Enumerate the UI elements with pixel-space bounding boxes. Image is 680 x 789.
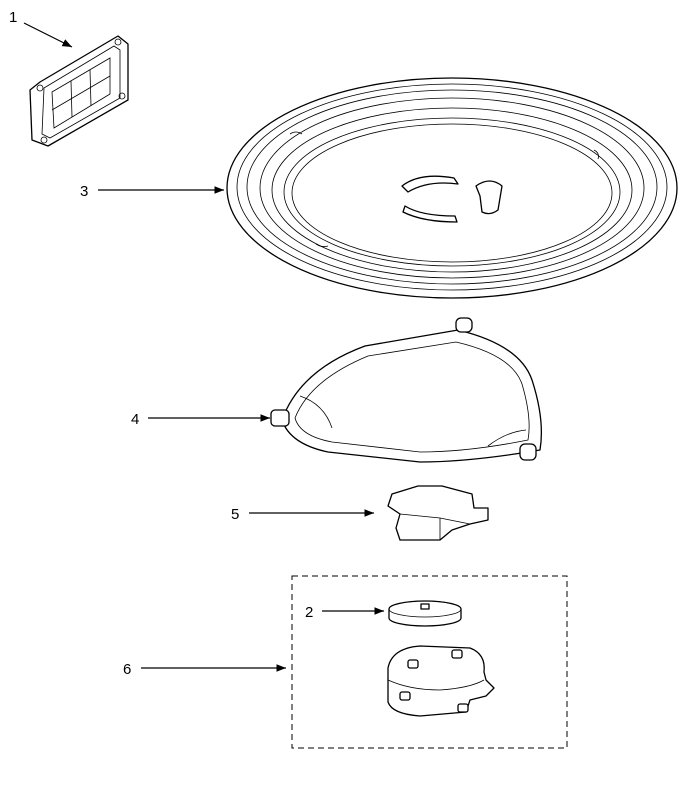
callout-6-label: 6 bbox=[123, 661, 131, 678]
callout-2-label: 2 bbox=[305, 604, 313, 621]
callout-2: 2 bbox=[305, 604, 384, 621]
callout-5: 5 bbox=[231, 506, 374, 523]
callout-4: 4 bbox=[131, 411, 270, 428]
support-part bbox=[270, 317, 542, 463]
motor-assembly-group: 2 bbox=[291, 575, 568, 749]
callout-1-label: 1 bbox=[9, 9, 17, 26]
hub-part bbox=[387, 485, 489, 541]
coupler-part bbox=[388, 600, 462, 627]
callout-6: 6 bbox=[123, 661, 286, 678]
callout-3-label: 3 bbox=[80, 183, 88, 200]
filter-part bbox=[29, 35, 129, 147]
callout-4-label: 4 bbox=[131, 411, 139, 428]
callout-5-label: 5 bbox=[231, 506, 239, 523]
callout-3: 3 bbox=[80, 183, 224, 200]
motor-part bbox=[387, 645, 495, 717]
tray-part bbox=[226, 77, 678, 299]
callout-1: 1 bbox=[9, 9, 73, 48]
